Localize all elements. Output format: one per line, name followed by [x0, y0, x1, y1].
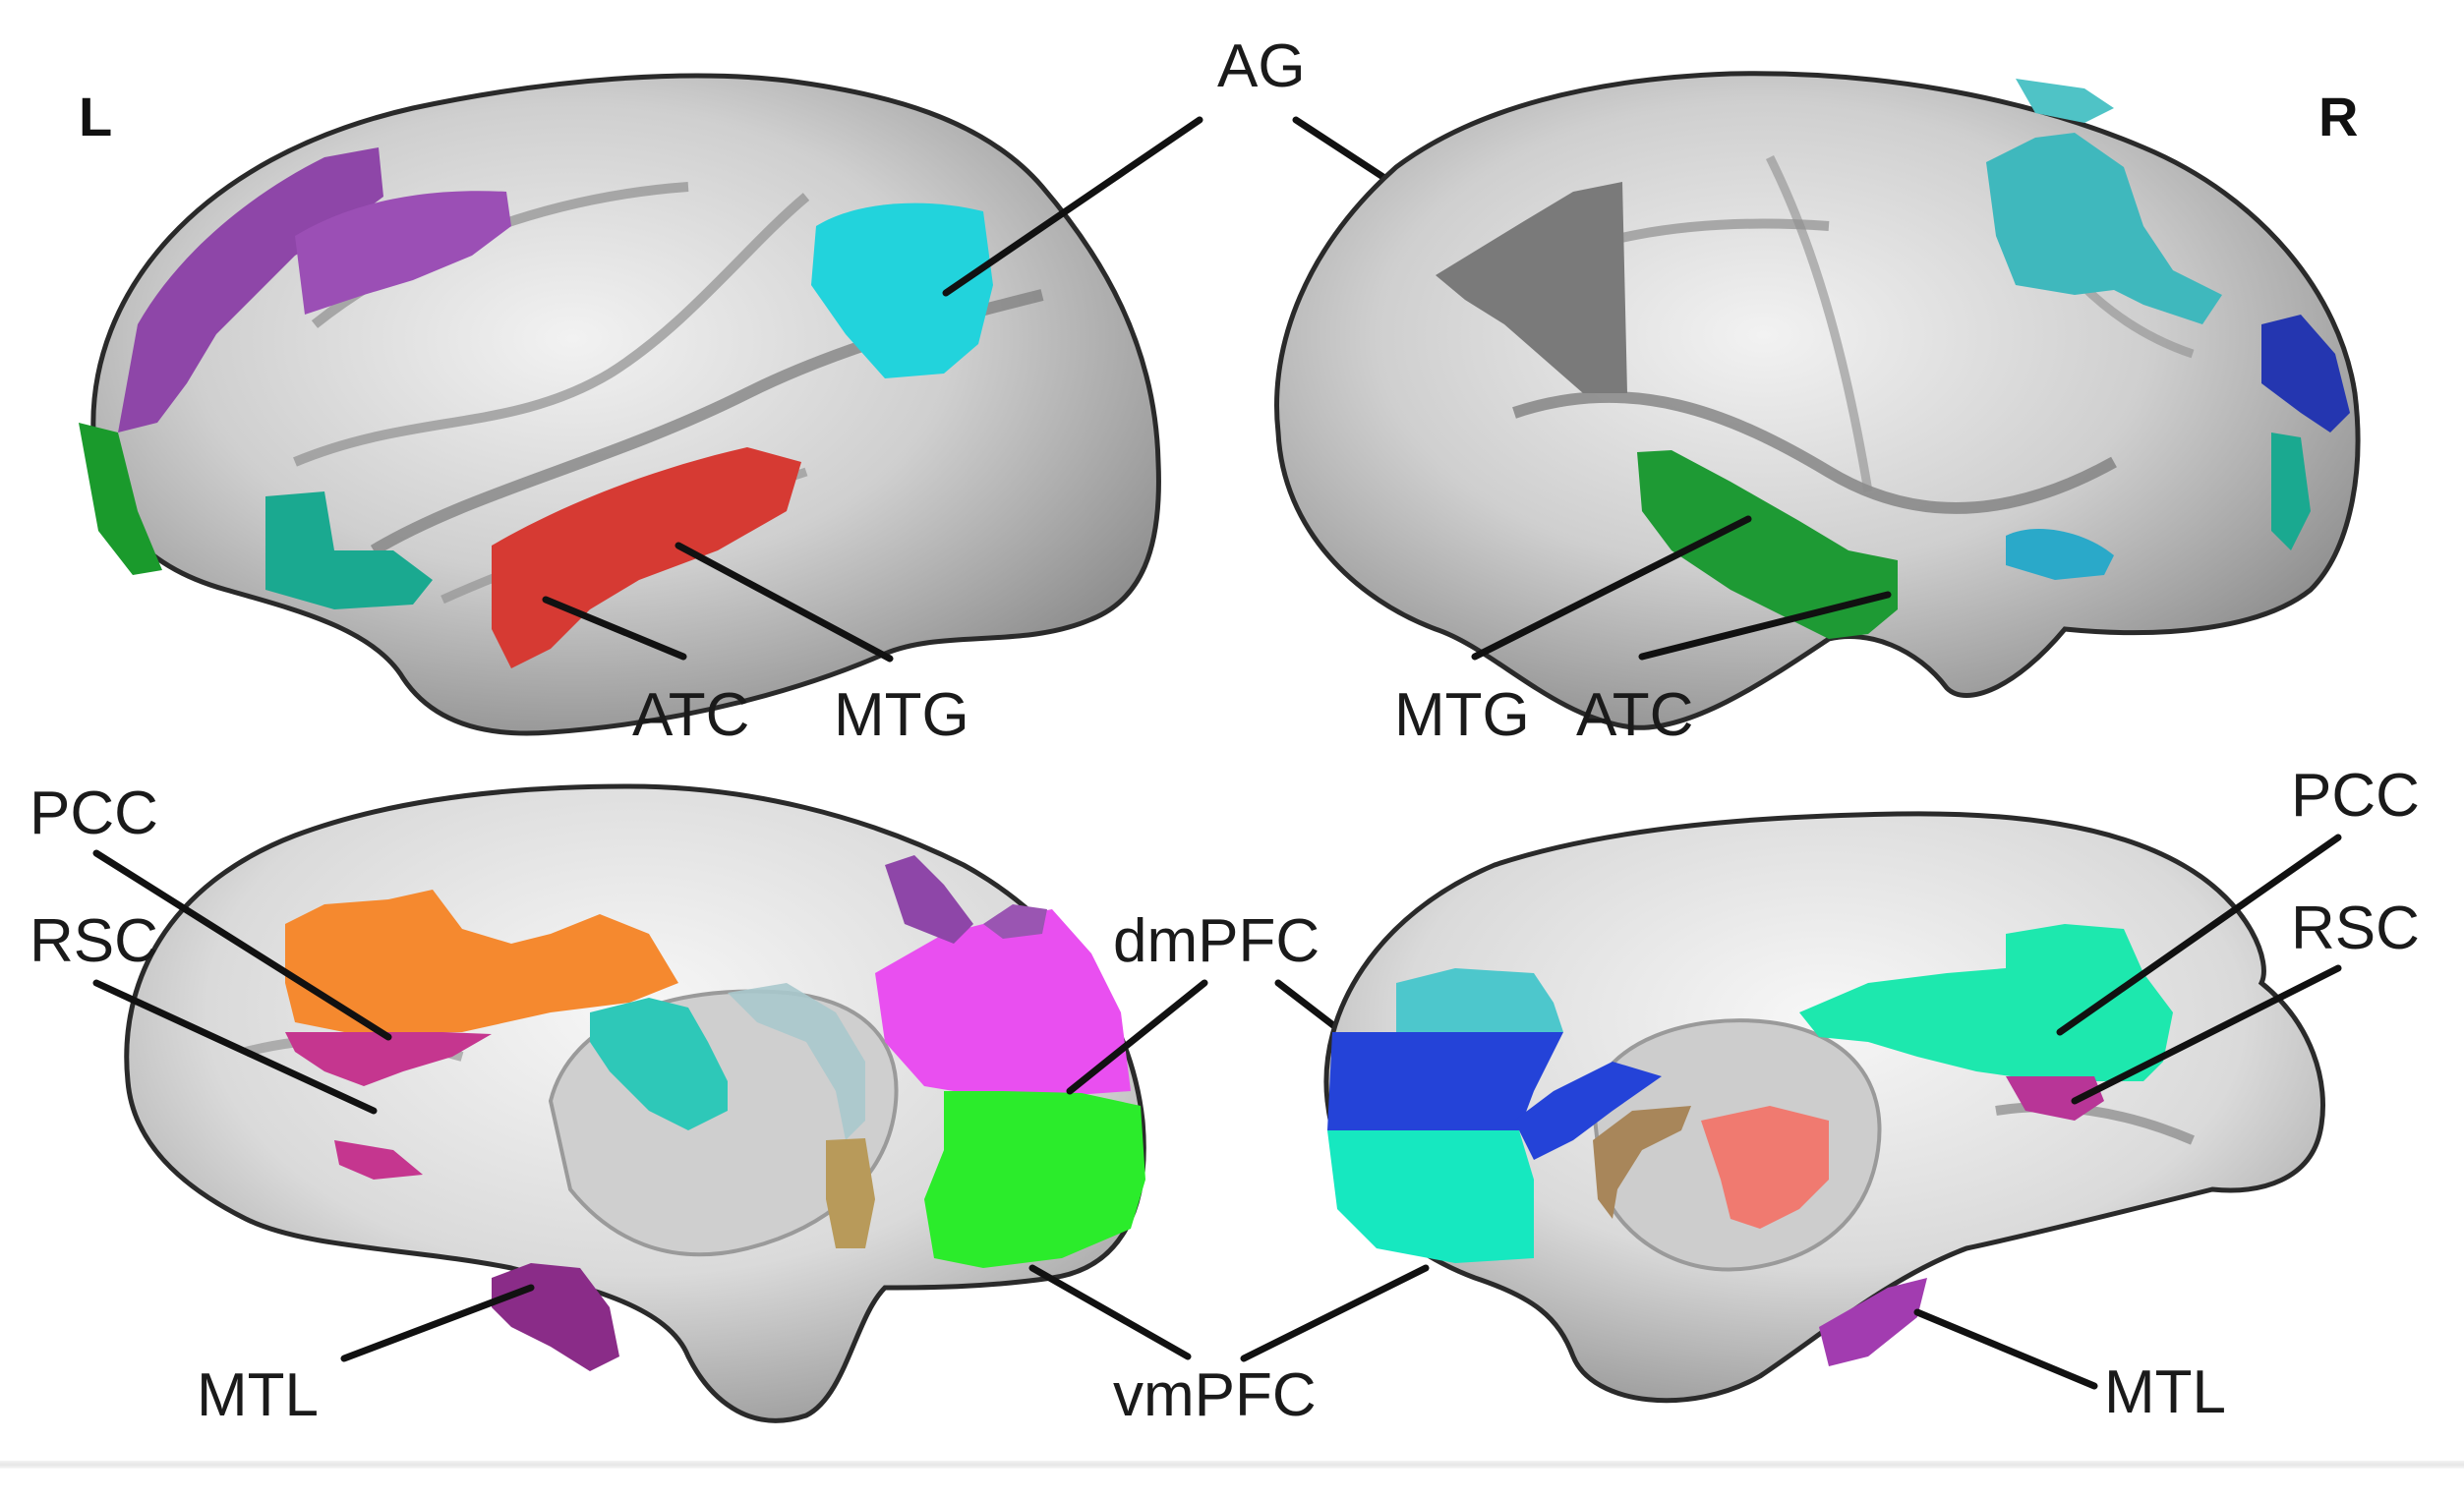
region-dmPFC-right [1327, 1032, 1563, 1130]
region-RSC-left-2 [334, 1140, 423, 1180]
leader-line-vmpfc-left [1028, 1264, 1192, 1360]
sulcus [293, 193, 810, 467]
label-MTG-left: MTG [834, 681, 969, 749]
leader-line-pcc-right [2056, 834, 2342, 1036]
label-dmPFC: dmPFC [1113, 907, 1320, 975]
label-AG: AG [1217, 32, 1306, 100]
leader-line-pcc-left [92, 849, 392, 1041]
region-RSC-left [285, 1032, 492, 1086]
region-dmPFC-left-dorsal [885, 855, 973, 944]
bottom-divider [0, 1461, 2464, 1469]
region-thalamus-right [1701, 1106, 1829, 1229]
region-orbitofrontal [265, 491, 433, 609]
sulcus [1765, 154, 1873, 492]
region-fornix-left [728, 983, 865, 1140]
leader-line-ag-left [942, 116, 1203, 297]
region-dmPFC-right-2 [1514, 1062, 1662, 1160]
region-frontal-dorsal-right-2 [2016, 79, 2114, 123]
leader-line-atc-right [1638, 591, 1892, 661]
panel-left-medial: PCC RSC MTL [29, 779, 1146, 1429]
panel-left-lateral: L ATC MTG [79, 73, 1161, 749]
region-caudate-right [1593, 1106, 1691, 1219]
leader-line-atc [542, 596, 687, 661]
region-PCC-left [285, 890, 678, 1034]
sulcus [1995, 1102, 2195, 1145]
region-dmPFC-right-upper [1396, 968, 1563, 1032]
leader-line-rsc-right [2071, 964, 2342, 1105]
region-PCC-right [1799, 924, 2173, 1081]
region-frontal-pole [79, 423, 162, 575]
label-PCC-left: PCC [29, 779, 158, 847]
region-frontal-dorsal-2 [295, 191, 511, 315]
region-vmPFC-right [1327, 1130, 1534, 1263]
region-dmPFC-left [875, 909, 1131, 1096]
region-orbitofrontal-right [2006, 528, 2114, 580]
panel-right-lateral: R MTG ATC [1274, 71, 2361, 749]
region-MTL-right [1819, 1278, 1927, 1366]
leader-line-mtl-right [1913, 1308, 2098, 1390]
sulcus [1512, 390, 2117, 514]
region-vmPFC-left [924, 1091, 1145, 1268]
label-MTL-right: MTL [2104, 1358, 2226, 1426]
label-MTL-left: MTL [197, 1361, 319, 1429]
leader-line-mtl-left [340, 1284, 535, 1362]
label-vmPFC: vmPFC [1113, 1361, 1317, 1429]
region-frontal-dorsal [118, 147, 383, 433]
label-RSC-left: RSC [29, 907, 158, 975]
region-frontal-pole-right-2 [2271, 433, 2311, 550]
hemisphere-label-left: L [79, 86, 112, 147]
leader-line-mtg [675, 542, 894, 663]
region-MTG-ATC-left [492, 447, 801, 668]
label-PCC-right: PCC [2291, 762, 2420, 830]
leader-line-dmpfc-left [1066, 979, 1208, 1095]
region-RSC-right [2006, 1076, 2104, 1121]
label-MTG-right: MTG [1394, 681, 1530, 749]
region-caudate-left [826, 1138, 875, 1248]
region-MTG-ATC-right [1637, 450, 1898, 639]
region-frontal-dorsal-right [1986, 133, 2222, 324]
leader-line-mtg-right [1471, 515, 1752, 661]
label-ATC-left: ATC [632, 681, 749, 749]
label-ATC-right: ATC [1576, 681, 1693, 749]
leader-line-vmpfc-right [1240, 1264, 1430, 1362]
region-thalamus-left [590, 998, 728, 1130]
leader-line-rsc-left [92, 979, 378, 1115]
region-AG-left [811, 202, 993, 378]
region-dmPFC-left-dorsal-2 [983, 904, 1047, 939]
region-frontal-pole-right [2261, 315, 2350, 433]
label-RSC-right: RSC [2291, 894, 2420, 962]
region-AG-right [1436, 182, 1627, 393]
panel-right-medial: PCC RSC MTL [1323, 762, 2420, 1426]
hemisphere-label-right: R [2318, 86, 2358, 147]
